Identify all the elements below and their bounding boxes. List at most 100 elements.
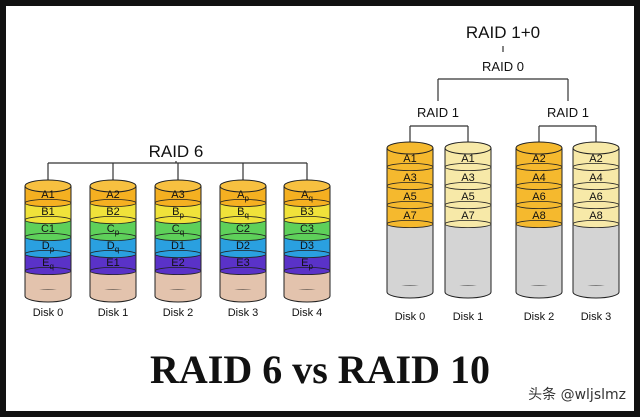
disk-bottom-fill (284, 290, 330, 296)
mirror-label: A1 (461, 153, 474, 165)
stripe-edge (89, 198, 137, 207)
stripe-label: D3 (300, 240, 314, 252)
stripe-edge (24, 266, 72, 275)
stripe-edge (283, 232, 331, 241)
stripe-label: D1 (171, 240, 185, 252)
stripe-edge (89, 232, 137, 241)
disk-bottom-fill (90, 290, 136, 296)
disk-label: Disk 3 (581, 311, 612, 323)
disk-label: Disk 2 (163, 307, 194, 319)
stripe-edge (24, 232, 72, 241)
raid1-label: RAID 1 (547, 105, 589, 120)
disk-bottom-fill (25, 290, 71, 296)
disk-top (572, 141, 620, 155)
stripe-edge (154, 249, 202, 258)
mirror-label: A7 (461, 210, 474, 222)
stripe-edge (24, 215, 72, 224)
stripe-label: B3 (300, 206, 313, 218)
stripe-edge (89, 249, 137, 258)
stripe-label: Ap (237, 189, 249, 203)
disk-label: Disk 0 (395, 311, 426, 323)
mirror-edge (444, 200, 492, 209)
stripe-label: D2 (236, 240, 250, 252)
mirror-edge (515, 200, 563, 209)
disk-top (283, 179, 331, 193)
raid6-disk (283, 179, 331, 303)
stripe-label: Cp (107, 223, 120, 237)
stripe-edge (24, 249, 72, 258)
mirror-label: A6 (589, 191, 602, 203)
stripe-label: Ep (301, 257, 313, 271)
disk-bottom-fill (387, 286, 433, 292)
disk-body (444, 223, 492, 293)
mirror-edge (572, 162, 620, 171)
mirror-label: A4 (532, 172, 545, 184)
mirror-edge (515, 219, 563, 228)
stripe-label: A2 (106, 189, 119, 201)
stripe-label: Dq (107, 240, 119, 254)
stripe-edge (283, 198, 331, 207)
stripe-label: Bq (237, 206, 249, 220)
mirror-edge (572, 200, 620, 209)
stripe-edge (283, 249, 331, 258)
stripe-label: Cq (172, 223, 184, 237)
raid10-disk (444, 141, 492, 299)
mirror-label: A8 (589, 210, 602, 222)
stripe-edge (283, 215, 331, 224)
disk-label: Disk 1 (98, 307, 129, 319)
mirror-label: A6 (532, 191, 545, 203)
stripe-label: C2 (236, 223, 250, 235)
disk-bottom-fill (155, 290, 201, 296)
disk-bottom-fill (220, 290, 266, 296)
disk-top (219, 179, 267, 193)
stripe-label: A1 (41, 189, 54, 201)
stripe-label: B1 (41, 206, 54, 218)
raid10-title: RAID 1+0 (466, 23, 540, 42)
raid6-disk (154, 179, 202, 303)
stripe-edge (154, 215, 202, 224)
disk-label: Disk 4 (292, 307, 323, 319)
mirror-label: A5 (461, 191, 474, 203)
stripe-edge (154, 198, 202, 207)
disk-bottom-fill (573, 286, 619, 292)
stripe-label: Eq (42, 257, 54, 271)
stripe-edge (219, 266, 267, 275)
raid6-title: RAID 6 (149, 142, 204, 161)
stripe-label: B2 (106, 206, 119, 218)
stripe-label: C3 (300, 223, 314, 235)
stripe-label: E1 (106, 257, 119, 269)
watermark: 头条 @wljslmz (528, 387, 626, 403)
mirror-edge (444, 162, 492, 171)
stripe-edge (89, 266, 137, 275)
stripe-edge (219, 215, 267, 224)
stripe-edge (219, 232, 267, 241)
raid1-label: RAID 1 (417, 105, 459, 120)
mirror-label: A7 (403, 210, 416, 222)
stripe-edge (24, 198, 72, 207)
disk-label: Disk 2 (524, 311, 555, 323)
mirror-label: A1 (403, 153, 416, 165)
stripe-edge (89, 215, 137, 224)
stripe-label: Aq (301, 189, 313, 203)
stripe-edge (283, 266, 331, 275)
mirror-edge (386, 181, 434, 190)
raid6-disk (219, 179, 267, 303)
disk-bottom-fill (516, 286, 562, 292)
disk-label: Disk 1 (453, 311, 484, 323)
stripe-label: Bp (172, 206, 184, 220)
mirror-label: A4 (589, 172, 602, 184)
stripe-label: A3 (171, 189, 184, 201)
disk-top (444, 141, 492, 155)
mirror-label: A2 (532, 153, 545, 165)
mirror-edge (444, 181, 492, 190)
mirror-edge (386, 162, 434, 171)
stripe-label: E2 (171, 257, 184, 269)
disk-top (154, 179, 202, 193)
disk-label: Disk 0 (33, 307, 64, 319)
disk-body (515, 223, 563, 293)
stripe-label: Dp (42, 240, 55, 254)
stripe-edge (154, 266, 202, 275)
stripe-label: E3 (236, 257, 249, 269)
mirror-edge (572, 181, 620, 190)
